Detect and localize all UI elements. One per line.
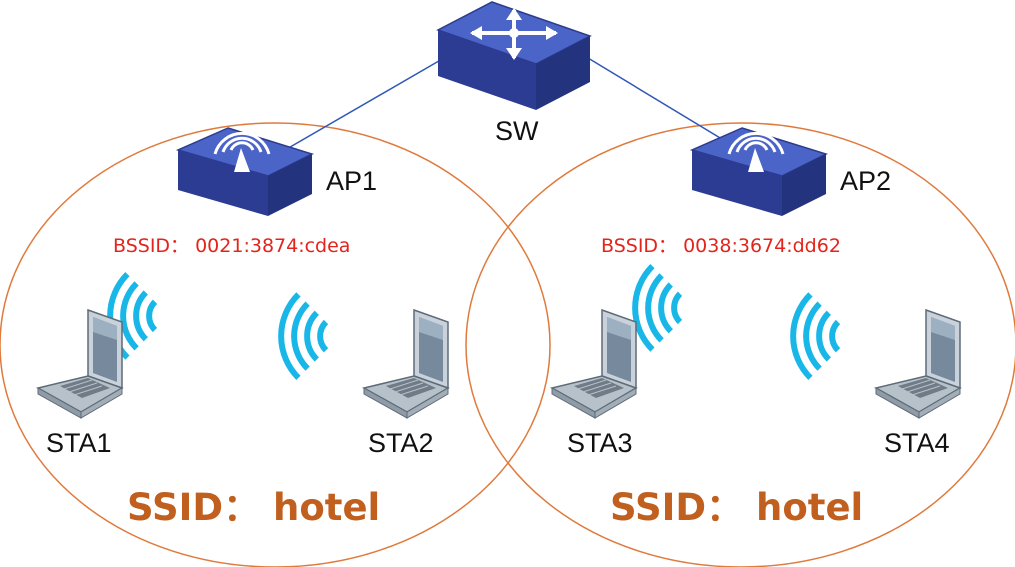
laptop-icon[interactable] [37, 309, 123, 419]
sta4-label: STA4 [884, 428, 950, 458]
coverage-cell-2 [465, 122, 1015, 567]
switch-icon[interactable] [436, 1, 592, 110]
switch-label: SW [495, 116, 539, 146]
ap1-label: AP1 [326, 166, 377, 196]
sta3-label: STA3 [567, 428, 633, 458]
link-sw-ap2 [587, 57, 741, 151]
laptop-icon[interactable] [363, 309, 449, 419]
access-point-icon[interactable] [175, 127, 315, 216]
access-point-icon[interactable] [689, 127, 829, 216]
coverage-cell-1 [0, 122, 551, 567]
cell1-ssid: SSID： hotel [127, 486, 380, 529]
sta2-label: STA2 [368, 428, 434, 458]
sta1-label: STA1 [46, 428, 112, 458]
ap2-label: AP2 [840, 166, 891, 196]
laptop-icon[interactable] [551, 309, 637, 419]
ap2-bssid: BSSID： 0038:3674:dd62 [601, 235, 841, 257]
cell2-ssid: SSID： hotel [610, 486, 863, 529]
link-sw-ap1 [284, 57, 445, 151]
wifi-signal-icon [257, 294, 340, 377]
laptop-icon[interactable] [875, 309, 961, 419]
ap1-bssid: BSSID： 0021:3874:cdea [113, 235, 350, 257]
wifi-signal-icon [769, 294, 852, 377]
